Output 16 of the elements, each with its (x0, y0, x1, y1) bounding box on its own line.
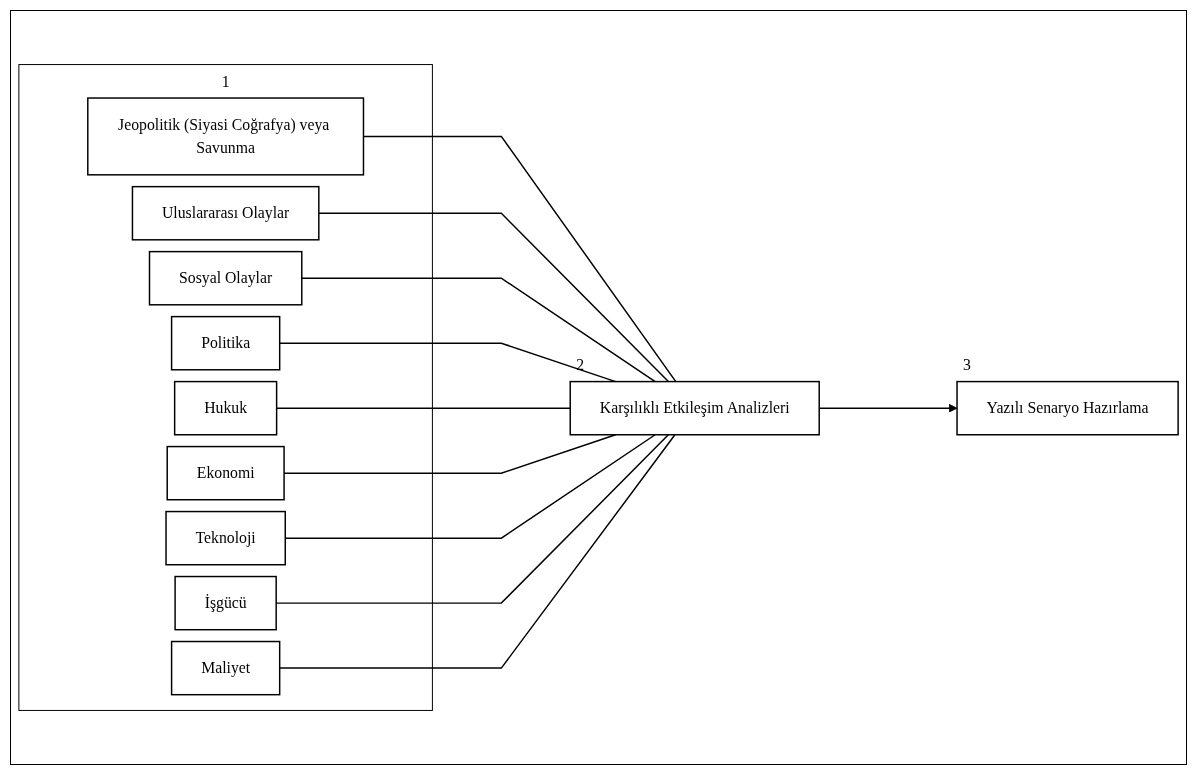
node-box: Politika (170, 315, 281, 371)
node-box: Teknoloji (165, 510, 286, 566)
node-box: İşgücü (174, 575, 277, 631)
connector (284, 434, 656, 539)
connector (318, 212, 670, 383)
node-box: Ekonomi (166, 445, 285, 501)
step-number: 2 (576, 355, 584, 373)
node-box: Jeopolitik (Siyasi Coğrafya) veya Savunma (87, 97, 365, 176)
connector (301, 277, 656, 383)
node-box: Uluslararası Olaylar (131, 185, 320, 241)
node-box: Maliyet (170, 640, 281, 696)
node-box: Sosyal Olaylar (148, 250, 303, 306)
node-box: Yazılı Senaryo Hazırlama (956, 380, 1179, 436)
node-box: Karşılıklı Etkileşim Analizleri (569, 380, 820, 436)
step-number: 3 (962, 355, 971, 373)
node-box: Hukuk (173, 380, 278, 436)
